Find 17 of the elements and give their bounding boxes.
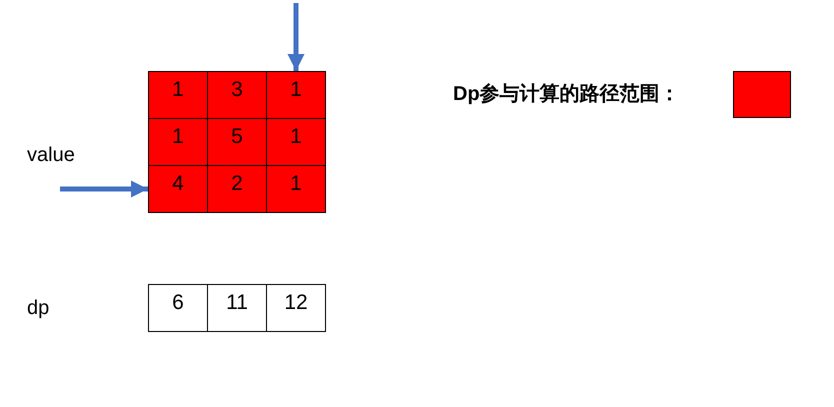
grid-cell: 1 <box>266 118 326 166</box>
arrow <box>288 3 304 71</box>
table-cell: 11 <box>207 284 267 332</box>
table-cell: 6 <box>148 284 208 332</box>
grid-cell: 1 <box>266 71 326 119</box>
grid-cell: 4 <box>148 165 208 213</box>
grid-cell: 1 <box>148 71 208 119</box>
grid-cell: 2 <box>207 165 267 213</box>
grid-cell: 1 <box>266 165 326 213</box>
arrow <box>60 180 148 198</box>
axis-label: value <box>27 144 75 167</box>
legend-label: Dp参与计算的路径范围： <box>453 82 680 107</box>
table-cell: 12 <box>266 284 326 332</box>
grid-cell: 1 <box>148 118 208 166</box>
grid-cell: 5 <box>207 118 267 166</box>
grid-cell: 3 <box>207 71 267 119</box>
axis-label: dp <box>27 297 50 320</box>
